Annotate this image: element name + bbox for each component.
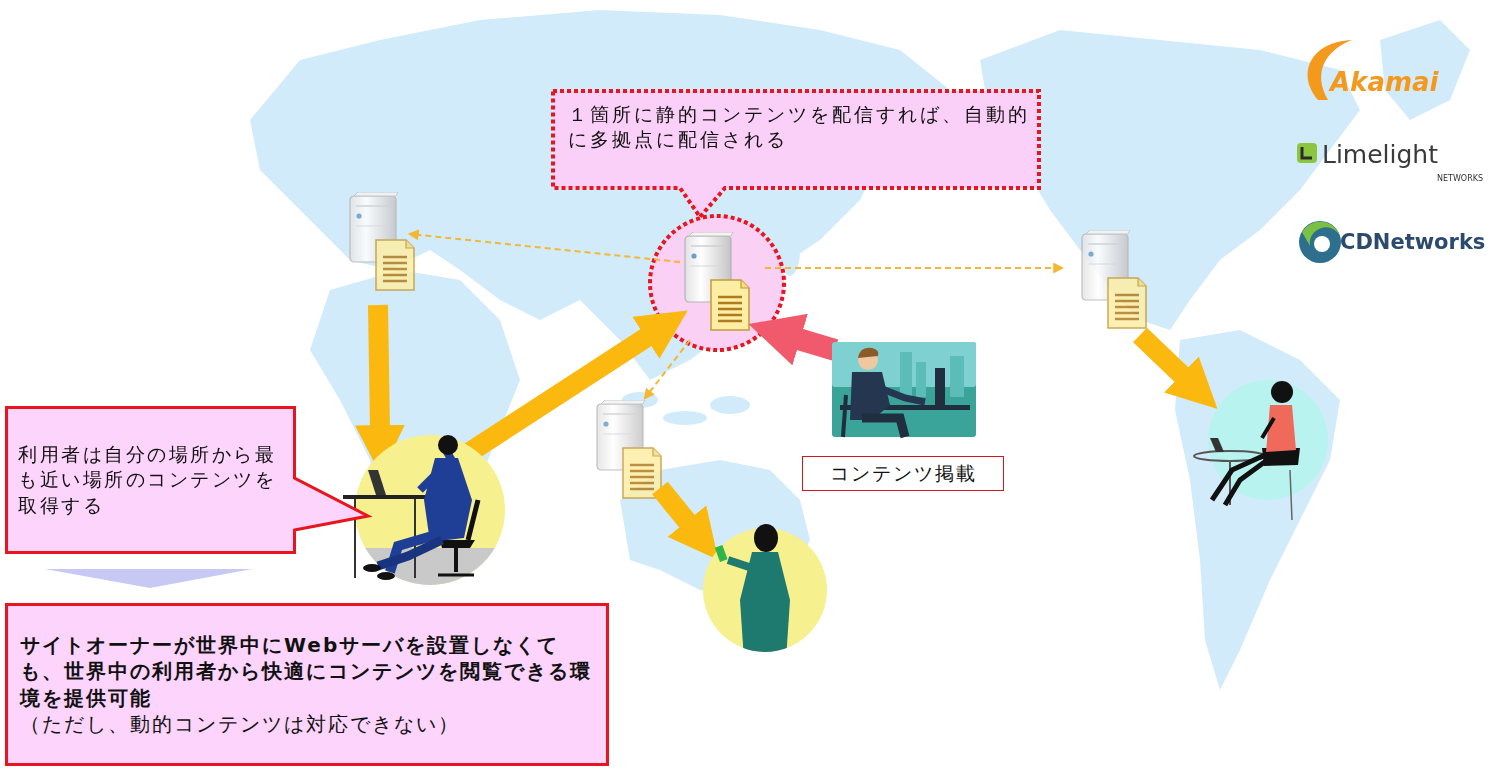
user-south-america-part (1271, 381, 1293, 403)
node-text: コンテンツ掲載 (830, 461, 977, 486)
cdnetworks-logo-mark-part (1314, 236, 1330, 252)
user-south-america-part (1225, 458, 1270, 505)
origin-highlight (650, 216, 784, 350)
user-africa-part (368, 470, 386, 495)
user-africa-part (350, 548, 510, 588)
down-arrow (45, 569, 252, 588)
logo-text: Akamai (1330, 68, 1439, 97)
label-box: コンテンツ掲載 (802, 456, 1004, 491)
edge-servers-part (597, 400, 661, 498)
content-owner-part (832, 342, 976, 437)
user-south-america-part (1262, 418, 1274, 438)
user-africa-part (424, 458, 472, 542)
user-south-america-part (1208, 380, 1328, 500)
node-text: １箇所に静的コンテンツを配信すれば、自動的に多拠点に配信される (568, 102, 1033, 152)
user-south-america-part (1290, 470, 1292, 520)
delivery-arrows-part (470, 335, 650, 452)
callout-box: １箇所に静的コンテンツを配信すれば、自動的に多拠点に配信される (551, 89, 1041, 190)
delivery-arrows-part (378, 305, 380, 430)
user-south-america-part (1210, 438, 1224, 452)
content-owner-part (862, 418, 905, 437)
origin-server (685, 232, 749, 330)
edge-servers-part (350, 192, 414, 290)
user-africa-part (350, 548, 510, 588)
user-africa-part (377, 572, 395, 580)
content-owner-part (935, 368, 945, 406)
down-arrow-part (45, 569, 252, 588)
user-australia-part (754, 524, 778, 552)
delivery-arrows-part (660, 488, 690, 525)
island (710, 396, 750, 414)
content-owner-part (900, 352, 912, 397)
user-africa-part (438, 574, 474, 577)
content-owner-part (858, 348, 878, 358)
edge-servers-part (1082, 230, 1146, 328)
logo-subtext: NETWORKS (1437, 175, 1483, 184)
user-south-america-part (1266, 405, 1296, 452)
user-africa-part (378, 540, 442, 566)
continent-south-america (1175, 330, 1340, 690)
user-africa-part (440, 540, 475, 548)
logo-text: CDNetworks (1340, 231, 1485, 254)
user-africa-part (454, 548, 458, 572)
limelight-logo-mark (1297, 143, 1317, 163)
summary-box: サイトオーナーが世界中にWebサーバを設置しなくても、世界中の利用者から快適にコ… (5, 603, 609, 766)
continent-north-america (980, 30, 1360, 330)
limelight-logo-mark-part (1302, 147, 1312, 158)
content-owner-part (843, 395, 846, 437)
content-owner-part (850, 372, 890, 420)
user-africa-part (354, 497, 356, 578)
upload-arrow (795, 338, 835, 350)
user-africa-part (438, 435, 458, 455)
user-africa-part (363, 564, 381, 572)
user-south-america-part (1212, 455, 1265, 500)
content-owner-part (872, 385, 925, 402)
upload-arrow-part (795, 338, 835, 350)
replication-arrows-part (645, 340, 690, 398)
replication-arrows-part (765, 267, 1062, 269)
callout-outline-path (7, 408, 369, 553)
delivery-arrows-part (1140, 335, 1185, 378)
content-owner (832, 342, 976, 437)
user-africa-part (420, 470, 440, 490)
user-south-america (1194, 380, 1328, 520)
world-map (250, 10, 1470, 690)
node-text: （ただし、動的コンテンツは対応できない） (20, 711, 460, 737)
callout-outline-path (553, 91, 1039, 217)
user-australia-part (728, 560, 752, 568)
node-text: 利用者は自分の場所から最も近い場所のコンテンツを取得する (18, 442, 284, 517)
content-owner-part (950, 356, 964, 397)
origin-highlight-part (650, 216, 784, 350)
island (663, 411, 707, 425)
cdnetworks-logo-mark (1299, 221, 1341, 263)
user-africa (343, 435, 510, 588)
replication-arrows-part (410, 234, 680, 262)
limelight-logo-mark-part (1297, 143, 1317, 163)
continent-africa (310, 270, 520, 585)
user-australia (703, 524, 827, 660)
cdnetworks-logo-mark-part (1299, 221, 1341, 263)
logo-text: Limelight (1322, 141, 1438, 169)
content-owner-part (916, 362, 926, 397)
user-australia-part (715, 545, 728, 562)
node-text: サイトオーナーが世界中にWebサーバを設置しなくても、世界中の利用者から快適にコ… (20, 632, 596, 711)
callout-box: 利用者は自分の場所から最も近い場所のコンテンツを取得する (5, 406, 296, 554)
origin-server-part (685, 232, 749, 330)
user-africa-part (343, 495, 428, 499)
